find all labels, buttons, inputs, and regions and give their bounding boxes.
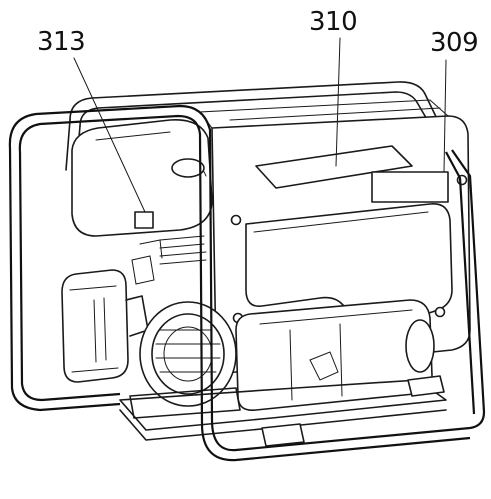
label-310-decal <box>255 145 413 189</box>
label-313-decal <box>134 211 154 229</box>
callout-313: 313 <box>37 27 85 57</box>
callout-309: 309 <box>430 28 478 58</box>
label-309-decal <box>371 171 449 203</box>
alternator <box>235 299 435 412</box>
frame-front <box>8 104 486 462</box>
frame-base <box>119 375 447 447</box>
leader-line-310 <box>335 37 341 167</box>
engine <box>61 235 241 419</box>
frame-back <box>65 81 453 173</box>
leader-line-313 <box>73 57 146 213</box>
fuel-tank <box>71 119 213 237</box>
leader-line-309 <box>443 59 447 173</box>
leader-lines <box>73 37 447 213</box>
callout-310: 310 <box>309 7 357 37</box>
